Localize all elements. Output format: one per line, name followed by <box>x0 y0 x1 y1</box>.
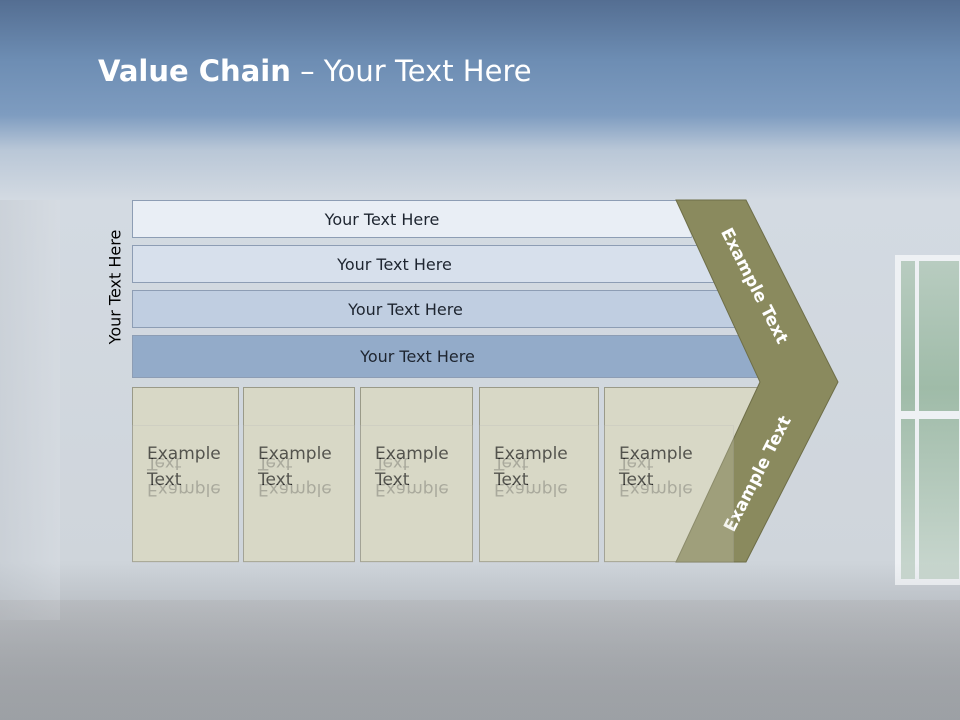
value-row-3: Your Text Here <box>132 290 739 328</box>
value-row-label: Your Text Here <box>348 299 463 319</box>
value-row-4: Your Text Here <box>132 335 763 378</box>
value-row-1: Your Text Here <box>132 200 692 238</box>
slide-title: Value Chain – Your Text Here <box>98 54 532 88</box>
window-background <box>895 255 960 585</box>
wall-background <box>0 200 60 620</box>
value-row-2: Your Text Here <box>132 245 717 283</box>
value-row-label: Your Text Here <box>337 254 452 274</box>
value-row-label: Your Text Here <box>324 209 440 229</box>
chevron-shape <box>675 199 839 563</box>
reflection-fade <box>0 563 960 720</box>
value-row-label: Your Text Here <box>360 347 475 366</box>
